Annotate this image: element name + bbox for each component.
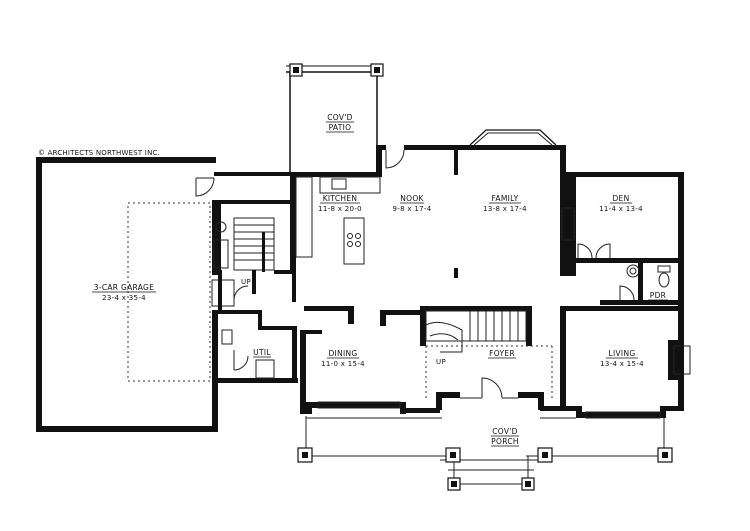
foyer-label: FOYER <box>489 349 515 358</box>
porch-label: COV'D <box>492 427 517 436</box>
foyer-stair-up-label: UP <box>436 358 446 366</box>
kitchen-size: 11-8 x 20-0 <box>318 205 362 213</box>
pdr-label: PDR <box>650 291 666 300</box>
architect-credit: © ARCHITECTS NORTHWEST INC. <box>38 149 160 157</box>
powder-room <box>600 258 684 305</box>
garage-stair-up-label: UP <box>241 278 251 286</box>
den-label: DEN <box>612 194 629 203</box>
living-size: 13-4 x 15-4 <box>600 360 644 368</box>
family-label: FAMILY <box>491 194 518 203</box>
dining-label: DINING <box>328 349 357 358</box>
nook-size: 9-8 x 17-4 <box>393 205 432 213</box>
garage-stair <box>211 204 296 307</box>
util-label: UTIL <box>253 348 271 357</box>
patio-label-2: PATIO <box>329 123 352 132</box>
central-walls <box>304 306 532 353</box>
porch-label-2: PORCH <box>491 437 519 446</box>
nook-label: NOOK <box>400 194 424 203</box>
covered-porch <box>297 416 673 491</box>
garage-label: 3-CAR GARAGE <box>94 283 154 292</box>
den <box>560 172 684 312</box>
living <box>540 306 691 419</box>
dining <box>300 330 440 414</box>
patio-label: COV'D <box>327 113 352 122</box>
dining-size: 11-0 x 15-4 <box>321 360 365 368</box>
living-label: LIVING <box>609 349 636 358</box>
foyer <box>425 345 553 410</box>
main-north-wall <box>290 129 566 278</box>
covered-patio <box>286 63 384 172</box>
family-size: 13-8 x 17-4 <box>483 205 527 213</box>
kitchen-label: KITCHEN <box>323 194 358 203</box>
garage-size: 23-4 x 35-4 <box>102 294 146 302</box>
den-size: 11-4 x 13-4 <box>599 205 643 213</box>
util-room <box>218 310 298 383</box>
